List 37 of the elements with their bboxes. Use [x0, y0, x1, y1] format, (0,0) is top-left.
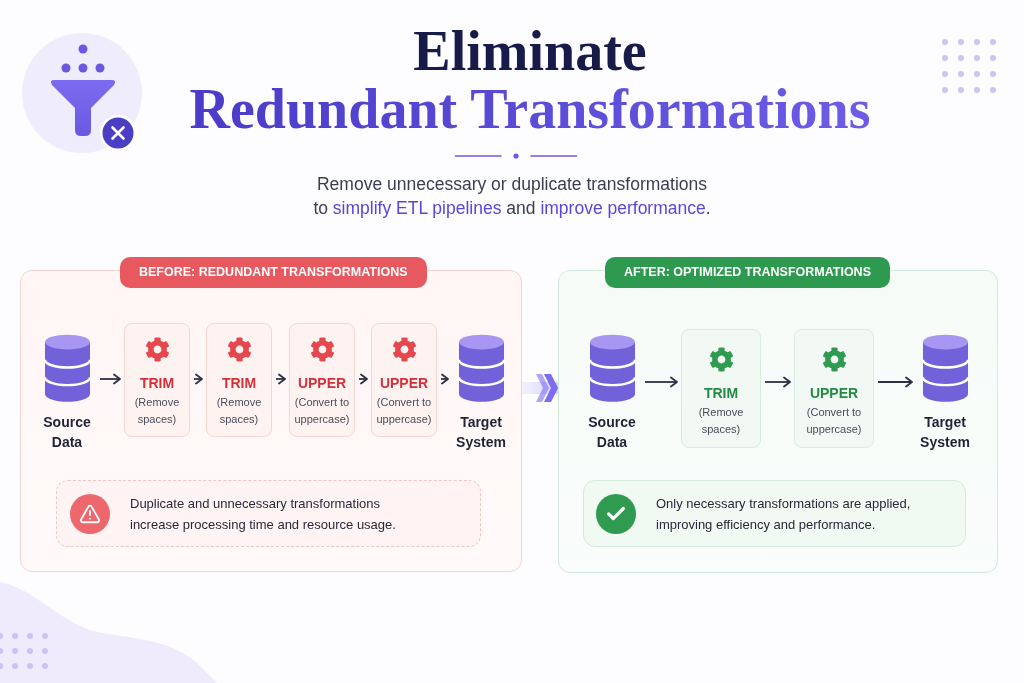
step-card [371, 323, 437, 437]
section-heading: BEFORE: REDUNDANT TRANSFORMATIONS [120, 257, 427, 288]
step-title: UPPER [297, 374, 347, 392]
note-box [56, 480, 481, 547]
arrow [644, 376, 678, 388]
arrow [193, 373, 203, 385]
arrow [764, 376, 791, 388]
node-label: Source Data [42, 413, 92, 452]
step-title: TRIM [139, 374, 175, 392]
note-box [583, 480, 966, 547]
step-description: (Remove spaces) [215, 395, 263, 427]
arrow [877, 376, 913, 388]
section-heading: AFTER: OPTIMIZED TRANSFORMATIONS [605, 257, 890, 288]
note-text: Only necessary transformations are applied, improving efficiency and performance. [656, 494, 912, 534]
step-title: UPPER [379, 374, 429, 392]
step-title: TRIM [221, 374, 257, 392]
note-text: Duplicate and unnecessary transformations increase processing time and resource usage. [130, 494, 397, 534]
step-description: (Remove spaces) [697, 405, 745, 437]
step-description: (Convert to uppercase) [293, 395, 351, 427]
step-card [681, 329, 761, 448]
node-label: Target System [919, 413, 971, 452]
subtitle: Remove unnecessary or duplicate transformations to simplify ETL pipelines and improve performance. [312, 173, 712, 220]
step-card [206, 323, 272, 437]
step-card [794, 329, 874, 448]
arrow [440, 373, 449, 385]
step-description: (Convert to uppercase) [805, 405, 863, 437]
step-description: (Remove spaces) [133, 395, 181, 427]
arrow [275, 373, 286, 385]
step-title: UPPER [809, 384, 859, 402]
step-card [124, 323, 190, 437]
step-title: TRIM [703, 384, 739, 402]
arrow [358, 373, 368, 385]
node-label: Target System [455, 413, 507, 452]
arrow [99, 373, 121, 385]
step-description: (Convert to uppercase) [375, 395, 433, 427]
step-card [289, 323, 355, 437]
node-label: Source Data [587, 413, 637, 452]
